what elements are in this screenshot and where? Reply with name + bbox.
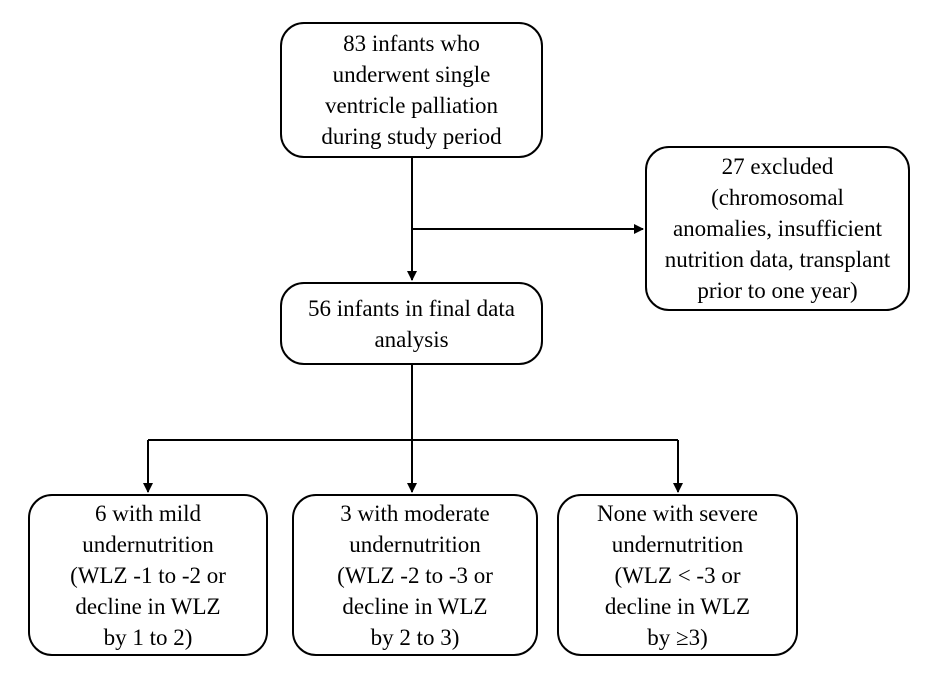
box-line: ventricle palliation bbox=[324, 93, 499, 118]
box-line: (WLZ -1 to -2 or bbox=[70, 562, 226, 588]
box-line: (WLZ < -3 or bbox=[614, 562, 741, 588]
box-line: by ≥3) bbox=[647, 624, 708, 650]
box-line: during study period bbox=[321, 124, 502, 149]
box-line: 56 infants in final data bbox=[308, 295, 515, 321]
box-line: by 2 to 3) bbox=[370, 624, 460, 650]
box-final-analysis: 56 infants in final data analysis bbox=[280, 282, 543, 365]
box-line: 27 excluded bbox=[721, 154, 834, 179]
box-line: (chromosomal bbox=[711, 185, 844, 210]
box-line: (WLZ -2 to -3 or bbox=[337, 562, 493, 588]
box-enrolled-infants: 83 infants who underwent single ventricl… bbox=[280, 22, 543, 158]
box-line: decline in WLZ bbox=[75, 593, 221, 619]
box-line: 6 with mild bbox=[94, 500, 202, 526]
box-line: underwent single bbox=[332, 62, 491, 87]
box-line: nutrition data, transplant bbox=[664, 247, 891, 272]
box-excluded-infants: 27 excluded (chromosomal anomalies, insu… bbox=[645, 146, 910, 311]
box-line: analysis bbox=[374, 326, 449, 352]
box-line: decline in WLZ bbox=[604, 593, 751, 619]
box-line: by 1 to 2) bbox=[103, 624, 193, 650]
box-line: undernutrition bbox=[611, 531, 744, 557]
box-moderate-undernutrition: 3 with moderate undernutrition (WLZ -2 t… bbox=[292, 494, 538, 656]
box-line: prior to one year) bbox=[697, 278, 858, 303]
box-line: decline in WLZ bbox=[342, 593, 488, 619]
box-line: 3 with moderate bbox=[340, 500, 490, 526]
box-line: undernutrition bbox=[349, 531, 481, 557]
box-line: undernutrition bbox=[82, 531, 214, 557]
box-line: None with severe bbox=[597, 500, 758, 526]
box-line: 83 infants who bbox=[343, 31, 480, 56]
box-severe-undernutrition: None with severe undernutrition (WLZ < -… bbox=[557, 494, 798, 656]
box-mild-undernutrition: 6 with mild undernutrition (WLZ -1 to -2… bbox=[28, 494, 268, 656]
box-line: anomalies, insufficient bbox=[672, 216, 883, 241]
